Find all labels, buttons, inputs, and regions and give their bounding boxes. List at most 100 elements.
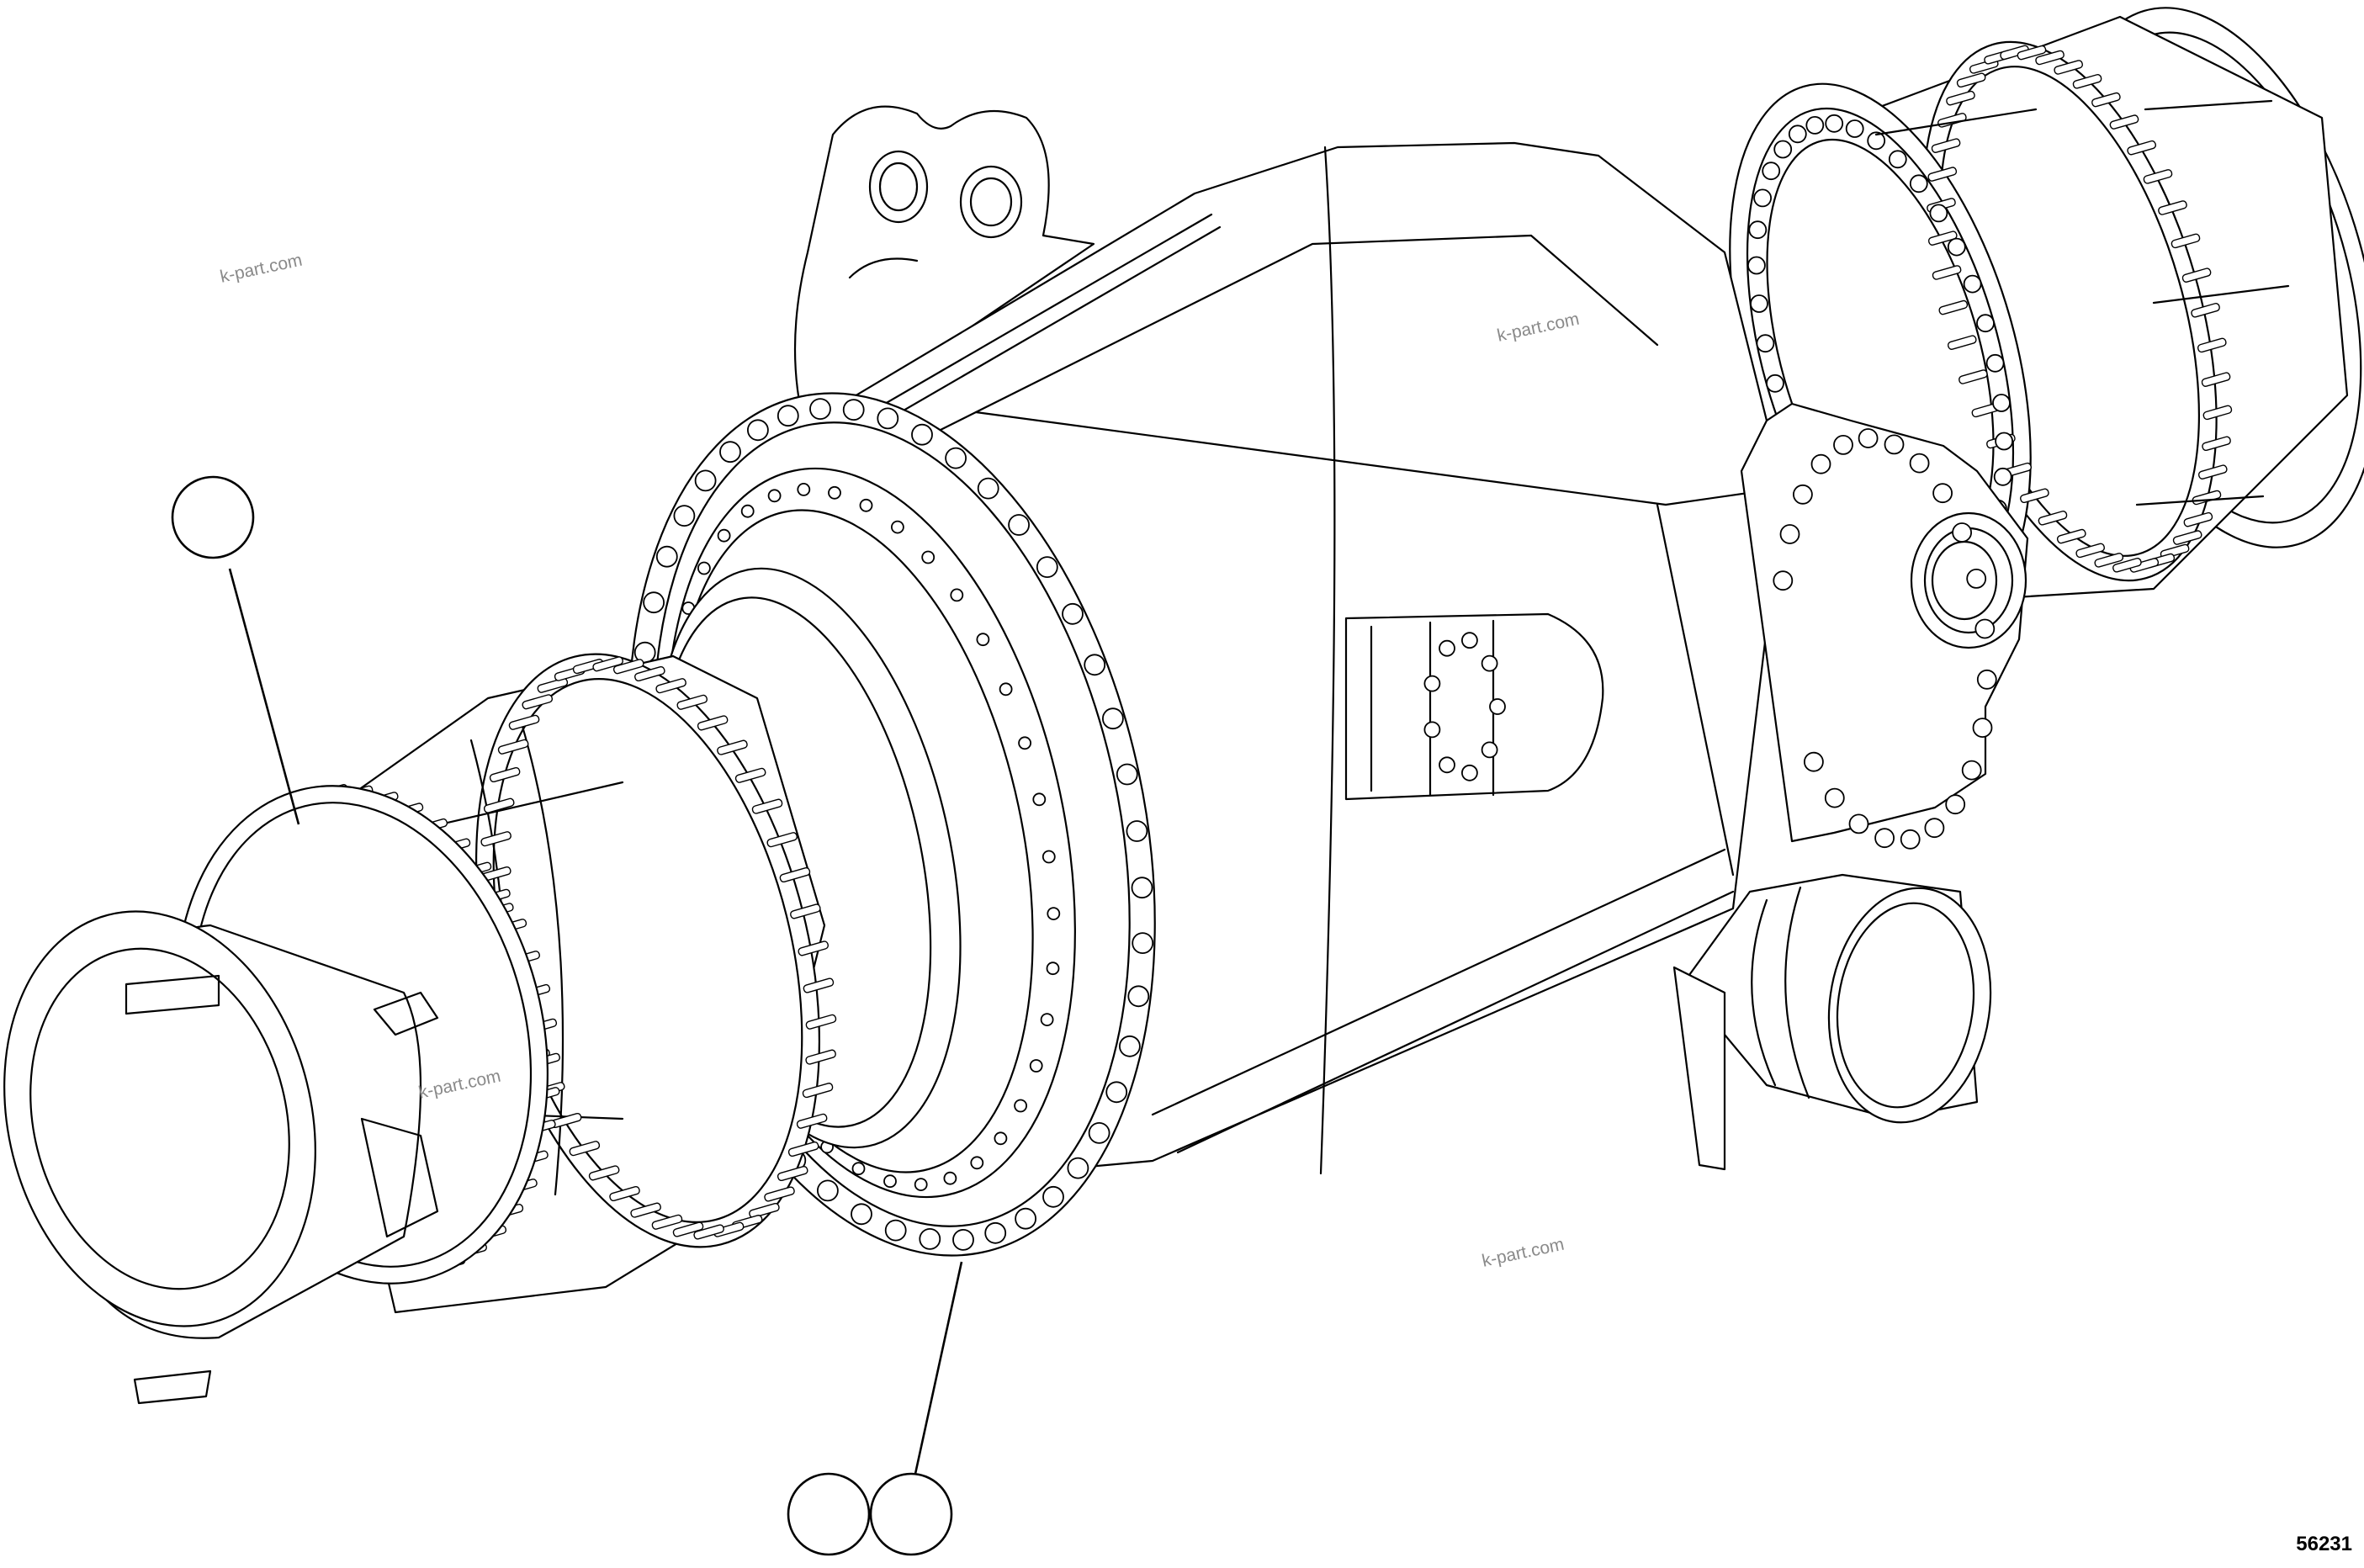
- front-wheel-hub: [3, 653, 837, 1405]
- flange-bolt: [921, 550, 936, 564]
- front-stud: [612, 659, 644, 675]
- callout-circle-2: [787, 1472, 871, 1556]
- rear-stud: [2202, 436, 2231, 452]
- rear-stud: [2035, 50, 2065, 66]
- flange-bolt: [740, 504, 755, 518]
- flange-bolt: [1062, 602, 1084, 625]
- flange-bolt: [994, 1131, 1008, 1146]
- flange-bolt: [891, 520, 904, 534]
- flange-bolt: [1042, 850, 1056, 864]
- rear-flange-bolt: [1762, 162, 1781, 181]
- flange-bolt: [1119, 1035, 1141, 1057]
- rear-flange-bolt: [1888, 150, 1907, 169]
- flange-bolt: [1015, 1207, 1036, 1230]
- flange-bolt: [797, 483, 811, 496]
- rear-flange-bolt: [1976, 314, 1995, 333]
- front-stud: [798, 940, 830, 956]
- flange-bolt: [1084, 654, 1106, 676]
- rear-flange-bolt: [1985, 353, 2005, 373]
- front-stud: [497, 739, 529, 755]
- rear-stud: [2158, 200, 2187, 215]
- rear-stud: [2143, 169, 2173, 184]
- front-stud: [489, 766, 521, 783]
- flange-bolt: [1029, 1059, 1043, 1073]
- cover-bolt: [1481, 654, 1498, 672]
- front-stud: [777, 1165, 808, 1182]
- flange-bolt: [999, 682, 1013, 697]
- side-mounting-plate: [1740, 402, 2029, 850]
- front-stud: [693, 1224, 724, 1240]
- flange-bolt: [747, 419, 769, 442]
- flange-bolt: [1014, 1099, 1027, 1113]
- plate-bolt: [1952, 522, 1973, 543]
- flange-bolt: [877, 407, 899, 430]
- cover-bolt: [1423, 675, 1441, 692]
- flange-bolt: [1126, 820, 1148, 842]
- plate-bolt: [1824, 787, 1845, 808]
- front-stud: [634, 665, 665, 682]
- front-stud: [717, 739, 748, 755]
- front-stud: [796, 1113, 828, 1129]
- plate-bolt: [1924, 818, 1945, 839]
- plate-bolt: [1966, 569, 1987, 589]
- rear-stud: [1927, 167, 1958, 182]
- flange-bolt-circle-inner: [664, 483, 1061, 1191]
- flange-bolt: [1116, 763, 1138, 786]
- flange-bolt: [1132, 932, 1154, 954]
- rear-stud: [1927, 230, 1958, 246]
- rear-flange-bolt: [1748, 220, 1768, 240]
- rear-flange-bolt: [1909, 174, 1928, 193]
- rear-stud: [1956, 72, 1986, 88]
- plate-bolt: [1874, 828, 1895, 849]
- rear-stud: [1947, 335, 1977, 350]
- cover-bolt: [1423, 721, 1441, 739]
- cover-bolt: [1481, 741, 1498, 759]
- rear-flange-bolt: [1773, 140, 1793, 159]
- rear-flange-bolt: [1756, 334, 1775, 353]
- inspection-cover-bolts: [1423, 632, 1506, 781]
- rear-stud: [2197, 464, 2228, 479]
- flange-bolt: [1008, 514, 1030, 536]
- flange-bolt: [919, 1228, 941, 1250]
- flange-bolt: [767, 489, 782, 503]
- cover-bolt: [1461, 632, 1478, 649]
- front-stud: [630, 1202, 661, 1218]
- flange-bolt: [1127, 985, 1150, 1008]
- rear-flange-bolt: [1753, 188, 1773, 208]
- flange-bolt: [1047, 907, 1061, 920]
- rear-stud: [2201, 372, 2231, 387]
- rear-flange-bolt: [1825, 114, 1844, 133]
- housing-outlet-pipe: [1672, 873, 1992, 1171]
- flange-bolt: [976, 633, 990, 647]
- rear-flange-bolt: [1867, 131, 1886, 151]
- flange-bolt: [883, 1174, 897, 1189]
- rear-stud: [1946, 90, 1975, 106]
- flange-bolt: [1067, 1157, 1089, 1179]
- front-stud-ring: [480, 656, 837, 1240]
- flange-bolt: [1032, 792, 1047, 807]
- flange-bolt: [643, 591, 665, 614]
- front-stud: [805, 1049, 836, 1065]
- front-stud: [609, 1185, 640, 1202]
- callout-leader-2: [914, 1261, 963, 1475]
- plate-bolt: [1900, 829, 1921, 850]
- flange-bolt: [911, 423, 933, 446]
- front-stud: [588, 1165, 620, 1181]
- rear-stud: [2202, 405, 2233, 421]
- flange-bolt: [977, 477, 999, 500]
- flange-bolt: [952, 1229, 974, 1251]
- plate-bolt: [1909, 453, 1930, 474]
- flange-bolt: [1088, 1122, 1110, 1144]
- front-stud: [803, 977, 835, 993]
- rear-stud: [2129, 558, 2160, 573]
- front-stud: [749, 1202, 780, 1219]
- rear-flange-bolt: [1750, 294, 1768, 313]
- upper-mounting-bracket: [793, 105, 1095, 439]
- flange-bolt: [673, 505, 696, 527]
- flange-bolt: [950, 588, 964, 602]
- callout-circle-1: [171, 475, 255, 559]
- front-stud: [537, 677, 569, 693]
- rear-flange-bolt: [1947, 237, 1966, 257]
- rear-stud: [2072, 74, 2102, 89]
- front-stud: [805, 1014, 837, 1030]
